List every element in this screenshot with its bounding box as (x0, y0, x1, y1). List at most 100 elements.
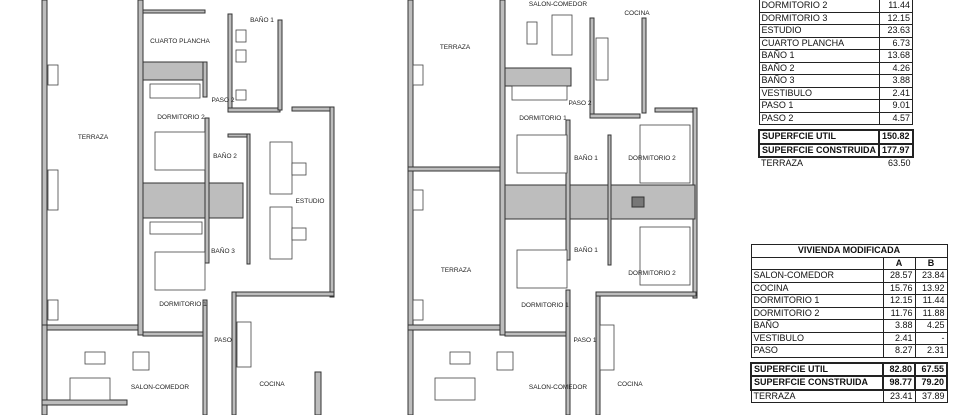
room-label: BAÑO 1 (574, 245, 598, 254)
row-label: SUPERFCIE UTIL (757, 129, 881, 145)
value-b: 4.25 (914, 319, 948, 333)
row-value: 12.15 (878, 11, 914, 25)
value-a: 82.80 (882, 361, 916, 377)
row-value: 4.26 (878, 61, 914, 75)
room-label: TERRAZA (78, 134, 109, 141)
room-label: DORMITORIO 1 (521, 302, 569, 309)
row-label: BAÑO 2 (758, 61, 880, 75)
value-a: 28.57 (882, 269, 916, 283)
value-b: 13.92 (914, 281, 948, 295)
row-label: VESTIBULO (758, 86, 880, 100)
room-label: COCINA (259, 381, 285, 388)
room-label: TERRAZA (440, 44, 471, 51)
room-label: DORMITORIO 2 (628, 270, 676, 277)
row-label: BAÑO (750, 319, 884, 333)
row-value: 177.97 (878, 142, 914, 158)
row-label: DORMITORIO 1 (750, 294, 884, 308)
row-value: 11.44 (878, 0, 914, 13)
row-label: PASO (750, 344, 884, 358)
value-b: 11.88 (914, 306, 948, 320)
value-b: 2.31 (914, 344, 948, 358)
row-label: ESTUDIO (758, 24, 880, 38)
value-a: 12.15 (882, 294, 916, 308)
value-b: 11.44 (914, 294, 948, 308)
value-a: 23.41 (882, 389, 916, 403)
row-label: SUPERFCIE CONSTRUIDA (750, 375, 884, 391)
row-label: SUPERFCIE UTIL (750, 361, 884, 377)
value-b: 37.89 (914, 389, 948, 403)
row-label: DORMITORIO 2 (758, 0, 880, 13)
row-label: TERRAZA (750, 389, 884, 403)
row-label: BAÑO 1 (758, 49, 880, 63)
row-label: BAÑO 3 (758, 74, 880, 88)
row-label: VESTIBULO (750, 331, 884, 345)
value-a: 11.76 (882, 306, 916, 320)
room-label: PASO 2 (211, 97, 234, 104)
room-label: PASO 2 (568, 100, 591, 107)
terraza-row: TERRAZA 63.50 (759, 157, 913, 170)
value-b: - (914, 331, 948, 345)
room-label: DORMITORIO 2 (628, 155, 676, 162)
value-a: 15.76 (882, 281, 916, 295)
row-label: CUARTO PLANCHA (758, 36, 880, 50)
row-label: PASO 1 (758, 99, 880, 113)
room-label: COCINA (617, 381, 643, 388)
value-b: 79.20 (914, 375, 948, 391)
row-label: DORMITORIO 2 (750, 306, 884, 320)
room-label: COCINA (624, 10, 650, 17)
row-value: 3.88 (878, 74, 914, 88)
row-label: TERRAZA (761, 158, 804, 168)
row-label: DORMITORIO 3 (758, 11, 880, 25)
room-label: ESTUDIO (296, 198, 325, 205)
value-a: 3.88 (882, 319, 916, 333)
room-label: SALON-COMEDOR (131, 384, 189, 391)
row-value: 6.73 (878, 36, 914, 50)
row-value: 150.82 (878, 129, 914, 145)
room-label: SALON-COMEDOR (529, 384, 587, 391)
room-label: BAÑO 3 (211, 246, 235, 255)
room-label: BAÑO 1 (250, 15, 274, 24)
value-a: 2.41 (882, 331, 916, 345)
room-label: TERRAZA (441, 267, 472, 274)
row-value: 63.50 (888, 158, 911, 168)
value-a: 8.27 (882, 344, 916, 358)
row-value: 4.57 (878, 111, 914, 125)
room-label: CUARTO PLANCHA (150, 38, 210, 45)
row-label: COCINA (750, 281, 884, 295)
row-label: PASO 2 (758, 111, 880, 125)
plan-modified (407, 0, 698, 415)
column-header: B (914, 256, 948, 270)
room-label: DORMITORIO 1 (519, 115, 567, 122)
row-value: 13.68 (878, 49, 914, 63)
room-label: BAÑO 2 (213, 151, 237, 160)
room-label: DORMITORIO 2 (157, 114, 205, 121)
row-label: SALON-COMEDOR (750, 269, 884, 283)
room-label: SALON-COMEDOR (529, 1, 587, 8)
table-title: VIVIENDA MODIFICADA (750, 244, 948, 258)
room-label: PASO 1 (573, 337, 596, 344)
row-value: 23.63 (878, 24, 914, 38)
row-value: 9.01 (878, 99, 914, 113)
value-a: 98.77 (882, 375, 916, 391)
